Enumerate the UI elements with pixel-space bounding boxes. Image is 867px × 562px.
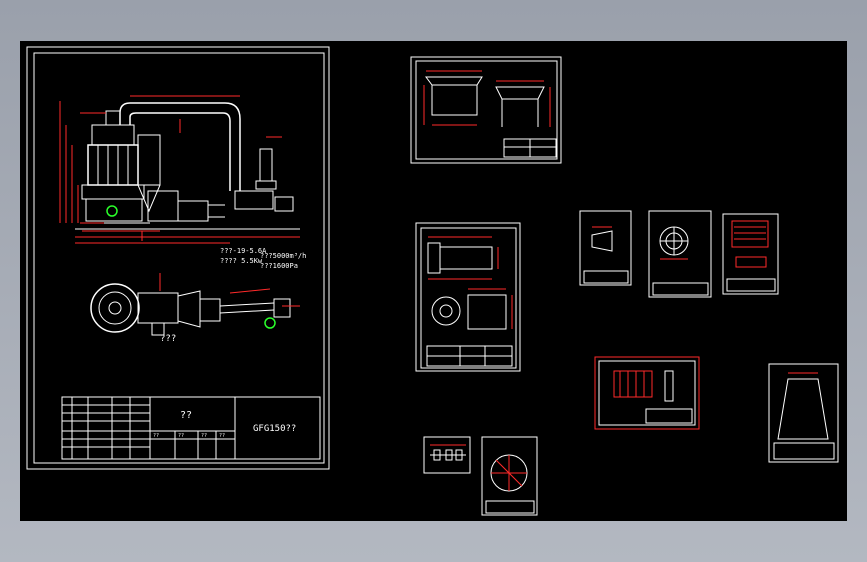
title-header-2: ??	[178, 433, 184, 439]
spec-line-4: ???1600Pa	[260, 262, 298, 270]
main-assembly-sheet[interactable]: ???-19-5.6A ???5000m³/h ???? 5.5Kw ???16…	[26, 46, 330, 470]
detail-sheet-cone[interactable]	[768, 363, 839, 463]
detail-sheet-middle[interactable]	[415, 222, 521, 372]
detail-sheet-flange[interactable]	[648, 210, 712, 298]
drawing-code: GFG150??	[253, 424, 296, 434]
detail-sheet-screen[interactable]	[722, 213, 779, 295]
plan-label: ???	[160, 334, 176, 344]
detail-sheet-impeller[interactable]	[481, 436, 538, 516]
title-header-3: ??	[201, 433, 207, 439]
title-header-4: ??	[219, 433, 225, 439]
detail-sheet-hopper[interactable]	[579, 210, 632, 286]
main-title-block: ?? GFG150?? ?? ?? ?? ??	[61, 396, 321, 460]
drawing-name: ??	[180, 410, 192, 421]
detail-sheet-shaft[interactable]	[423, 436, 471, 474]
spec-line-3: ???? 5.5Kw	[220, 257, 263, 265]
cad-viewport[interactable]: ???-19-5.6A ???5000m³/h ???? 5.5Kw ???16…	[20, 41, 847, 521]
detail-sheet-distributor[interactable]	[594, 356, 700, 430]
spec-line-2: ???5000m³/h	[260, 252, 306, 260]
detail-sheet-top[interactable]	[410, 56, 562, 164]
plan-view: ???	[90, 273, 300, 344]
title-header-1: ??	[153, 433, 159, 439]
elevation-view	[59, 95, 300, 244]
drawing-canvas: ???-19-5.6A ???5000m³/h ???? 5.5Kw ???16…	[26, 46, 839, 516]
fan-spec-text: ???-19-5.6A ???5000m³/h ???? 5.5Kw ???16…	[220, 247, 306, 270]
spec-line-1: ???-19-5.6A	[220, 247, 267, 255]
